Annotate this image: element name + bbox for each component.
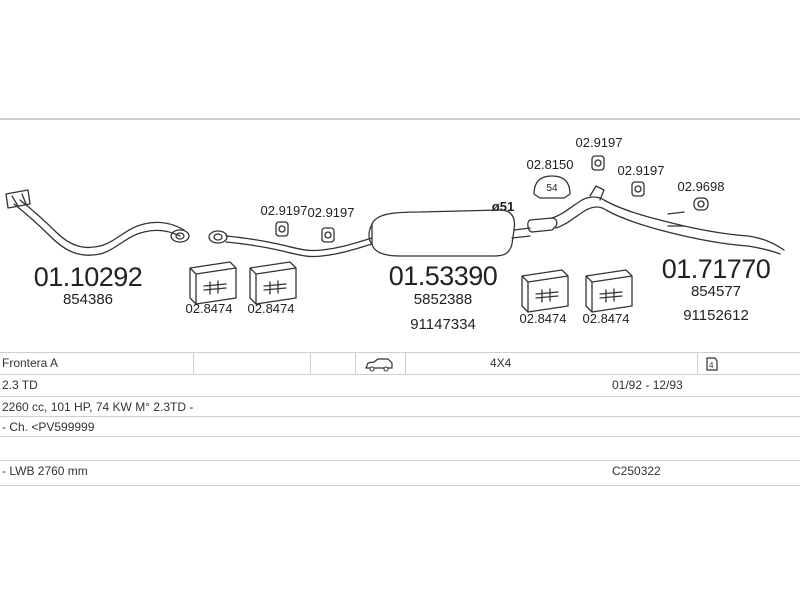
hanger-label-1: 02.9197 bbox=[260, 203, 308, 218]
hanger-label-4: 02.9197 bbox=[617, 163, 665, 178]
hanger-label-3: 02.9197 bbox=[575, 135, 623, 150]
middle-silencer-oem-2: 91147334 bbox=[410, 316, 476, 333]
table-row: 2.3 TD 01/92 - 12/93 bbox=[0, 374, 800, 397]
ring-inner-label: 54 bbox=[546, 183, 558, 194]
mounting-ring bbox=[533, 175, 571, 199]
door-count-icon: 4 bbox=[705, 356, 725, 375]
hanger-label-2: 02.9197 bbox=[307, 205, 355, 220]
production-period: 01/92 - 12/93 bbox=[612, 378, 683, 392]
table-row: Frontera A 4X4 4 bbox=[0, 352, 800, 375]
middle-silencer-drawing bbox=[208, 209, 531, 258]
svg-text:4: 4 bbox=[709, 361, 714, 370]
table-row: - LWB 2760 mm C250322 bbox=[0, 460, 800, 486]
rear-silencer-drawing bbox=[527, 185, 785, 255]
clamp-boxes bbox=[189, 261, 633, 313]
vehicle-info-table: Frontera A 4X4 4 2.3 TD 01/92 - 12/93 22… bbox=[0, 352, 800, 488]
clamp-label-b: 02.8474 bbox=[247, 301, 295, 316]
vehicle-model: Frontera A bbox=[2, 356, 59, 370]
middle-silencer-oem-1: 5852388 bbox=[413, 291, 473, 308]
catalog-number: C250322 bbox=[612, 464, 661, 478]
car-icon bbox=[364, 358, 394, 375]
table-row bbox=[0, 436, 800, 461]
drive-type: 4X4 bbox=[490, 356, 512, 370]
ring-label: 02.8150 bbox=[526, 157, 574, 172]
clamp-label-a: 02.8474 bbox=[185, 301, 233, 316]
front-pipe-drawing bbox=[5, 189, 190, 256]
front-pipe-oem: 854386 bbox=[62, 291, 114, 308]
diameter-label: ø51 bbox=[491, 199, 515, 214]
front-pipe-code: 01.10292 bbox=[33, 262, 143, 292]
table-row: - Ch. <PV599999 bbox=[0, 416, 800, 437]
engine-specs: 2260 cc, 101 HP, 74 KW M° 2.3TD - bbox=[2, 400, 194, 414]
engine: 2.3 TD bbox=[2, 378, 38, 392]
rear-silencer-oem-2: 91152612 bbox=[683, 307, 749, 324]
table-row: 2260 cc, 101 HP, 74 KW M° 2.3TD - bbox=[0, 396, 800, 417]
rubber-hangers bbox=[275, 155, 709, 243]
clamp-label-c: 02.8474 bbox=[519, 311, 567, 326]
rear-silencer-oem-1: 854577 bbox=[690, 283, 742, 300]
chassis-number: - Ch. <PV599999 bbox=[2, 420, 95, 434]
rear-silencer-code: 01.71770 bbox=[661, 254, 771, 284]
clamp-label-d: 02.8474 bbox=[582, 311, 630, 326]
middle-silencer-code: 01.53390 bbox=[388, 261, 498, 291]
wheelbase: - LWB 2760 mm bbox=[2, 464, 88, 478]
hanger-label-5: 02.9698 bbox=[677, 179, 725, 194]
